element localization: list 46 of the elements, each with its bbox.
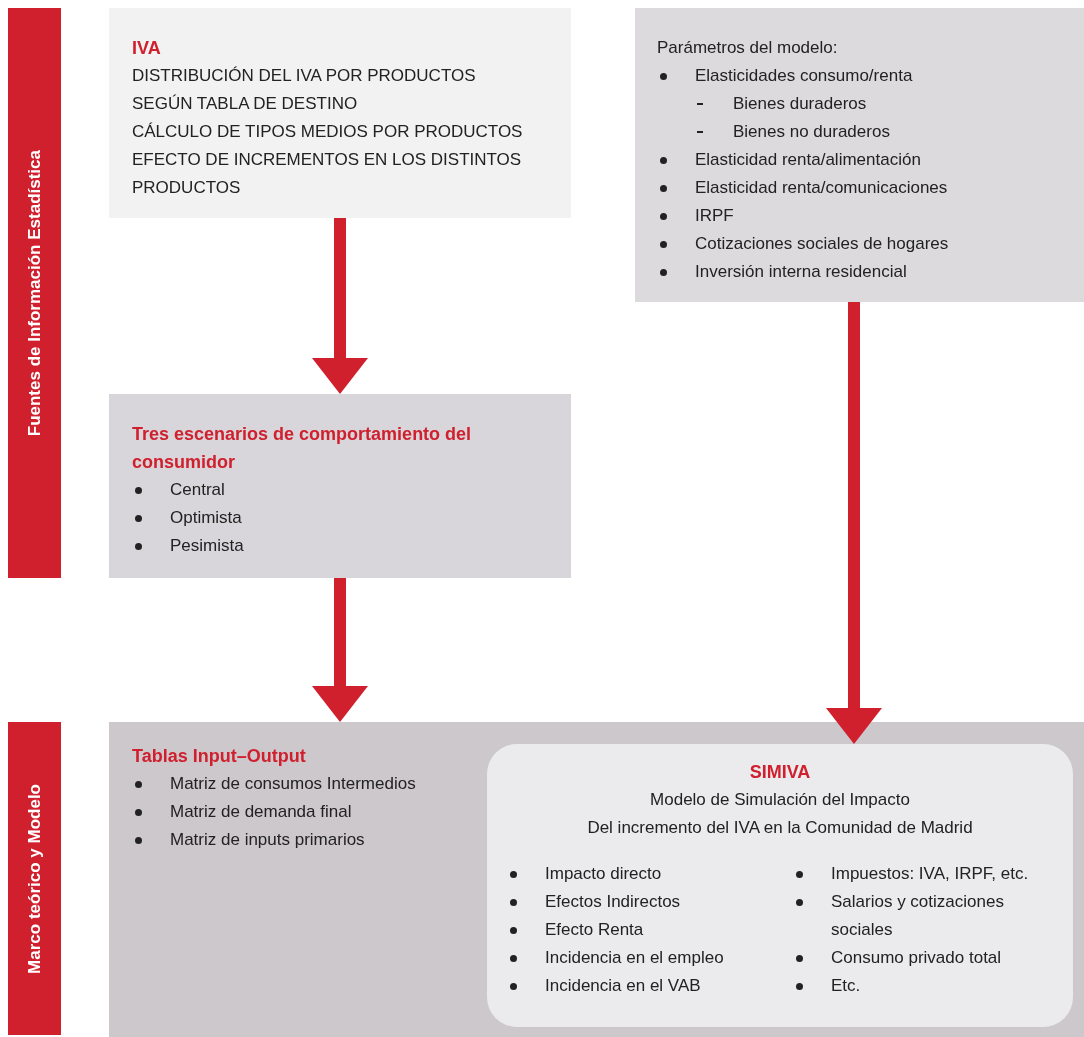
section-label: Marco teórico y Modelo: [23, 783, 45, 974]
list-item: Elasticidad renta/comunicaciones: [695, 177, 948, 199]
list-item: Cotizaciones sociales de hogares: [695, 233, 949, 255]
body-text: SEGÚN TABLA DE DESTINO: [132, 93, 359, 115]
list-item: Etc.: [831, 975, 861, 997]
list-item: Salarios y cotizaciones sociales: [831, 891, 1005, 941]
subtitle: Modelo de Simulación del Impacto: [649, 789, 911, 811]
list-item: Bienes no duraderos: [733, 121, 890, 143]
model-panel: [109, 722, 1084, 1037]
arrow: [826, 302, 882, 744]
side-band: [8, 8, 61, 578]
list-item: Efecto Renta: [545, 919, 644, 941]
body-text: EFECTO DE INCREMENTOS EN LOS DISTINTOS PRODUCTOS: [132, 149, 523, 199]
heading: Tablas Input–Output: [132, 745, 307, 768]
list-item: Incidencia en el VAB: [545, 975, 701, 997]
list-item: Bienes duraderos: [733, 93, 867, 115]
side-band: [8, 722, 61, 1035]
list-item: Efectos Indirectos: [545, 891, 681, 913]
body-text: CÁLCULO DE TIPOS MEDIOS POR PRODUCTOS: [132, 121, 524, 143]
body-text: Parámetros del modelo:: [657, 37, 839, 59]
info-box: [109, 394, 571, 578]
list-item: Matriz de demanda final: [170, 801, 352, 823]
list-item: IRPF: [695, 205, 734, 227]
body-text: DISTRIBUCIÓN DEL IVA POR PRODUCTOS: [132, 65, 477, 87]
list-item: Optimista: [170, 507, 242, 529]
list-item: Matriz de consumos Intermedios: [170, 773, 416, 795]
list-item: Inversión interna residencial: [695, 261, 907, 283]
model-box: [487, 744, 1073, 1027]
list-item: Impuestos: IVA, IRPF, etc.: [831, 863, 1029, 885]
list-item: Elasticidades consumo/renta: [695, 65, 913, 87]
list-item: Matriz de inputs primarios: [170, 829, 365, 851]
list-item: Impacto directo: [545, 863, 662, 885]
heading: IVA: [132, 37, 162, 60]
list-item: Elasticidad renta/alimentación: [695, 149, 921, 171]
arrow: [312, 218, 368, 394]
subtitle: Del incremento del IVA en la Comunidad de Madrid: [586, 817, 974, 839]
section-label: Fuentes de Información Estadística: [23, 149, 45, 437]
list-item: Pesimista: [170, 535, 244, 557]
list-item: Consumo privado total: [831, 947, 1002, 969]
info-box: [635, 8, 1084, 302]
list-item: Incidencia en el empleo: [545, 947, 724, 969]
list-item: Central: [170, 479, 225, 501]
info-box: [109, 8, 571, 218]
heading: SIMIVA: [748, 761, 812, 784]
heading: Tres escenarios de comportamiento del consumidor: [132, 423, 473, 474]
arrow: [312, 578, 368, 722]
